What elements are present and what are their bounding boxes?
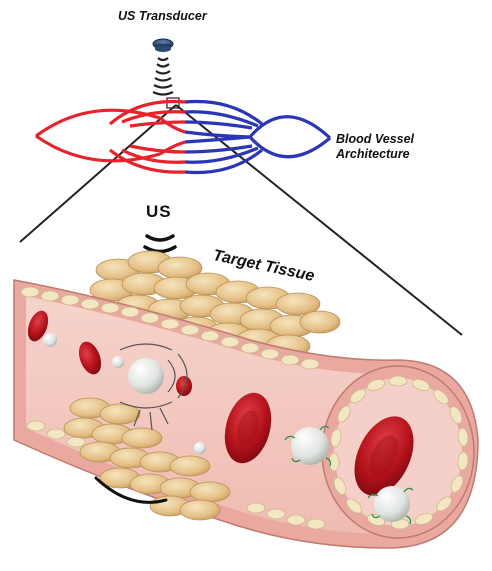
ultrasound-wave-icon <box>145 236 175 252</box>
us-label: US <box>146 202 172 222</box>
vessel-label-line2: Architecture <box>336 147 414 162</box>
vessel-architecture-label: Blood Vessel Architecture <box>336 132 414 162</box>
ultrasound-beam-icon <box>153 58 173 95</box>
vessel-label-line1: Blood Vessel <box>336 132 414 147</box>
transducer-icon <box>153 39 173 52</box>
transducer-label: US Transducer <box>118 9 207 23</box>
vessel-architecture <box>36 101 330 172</box>
